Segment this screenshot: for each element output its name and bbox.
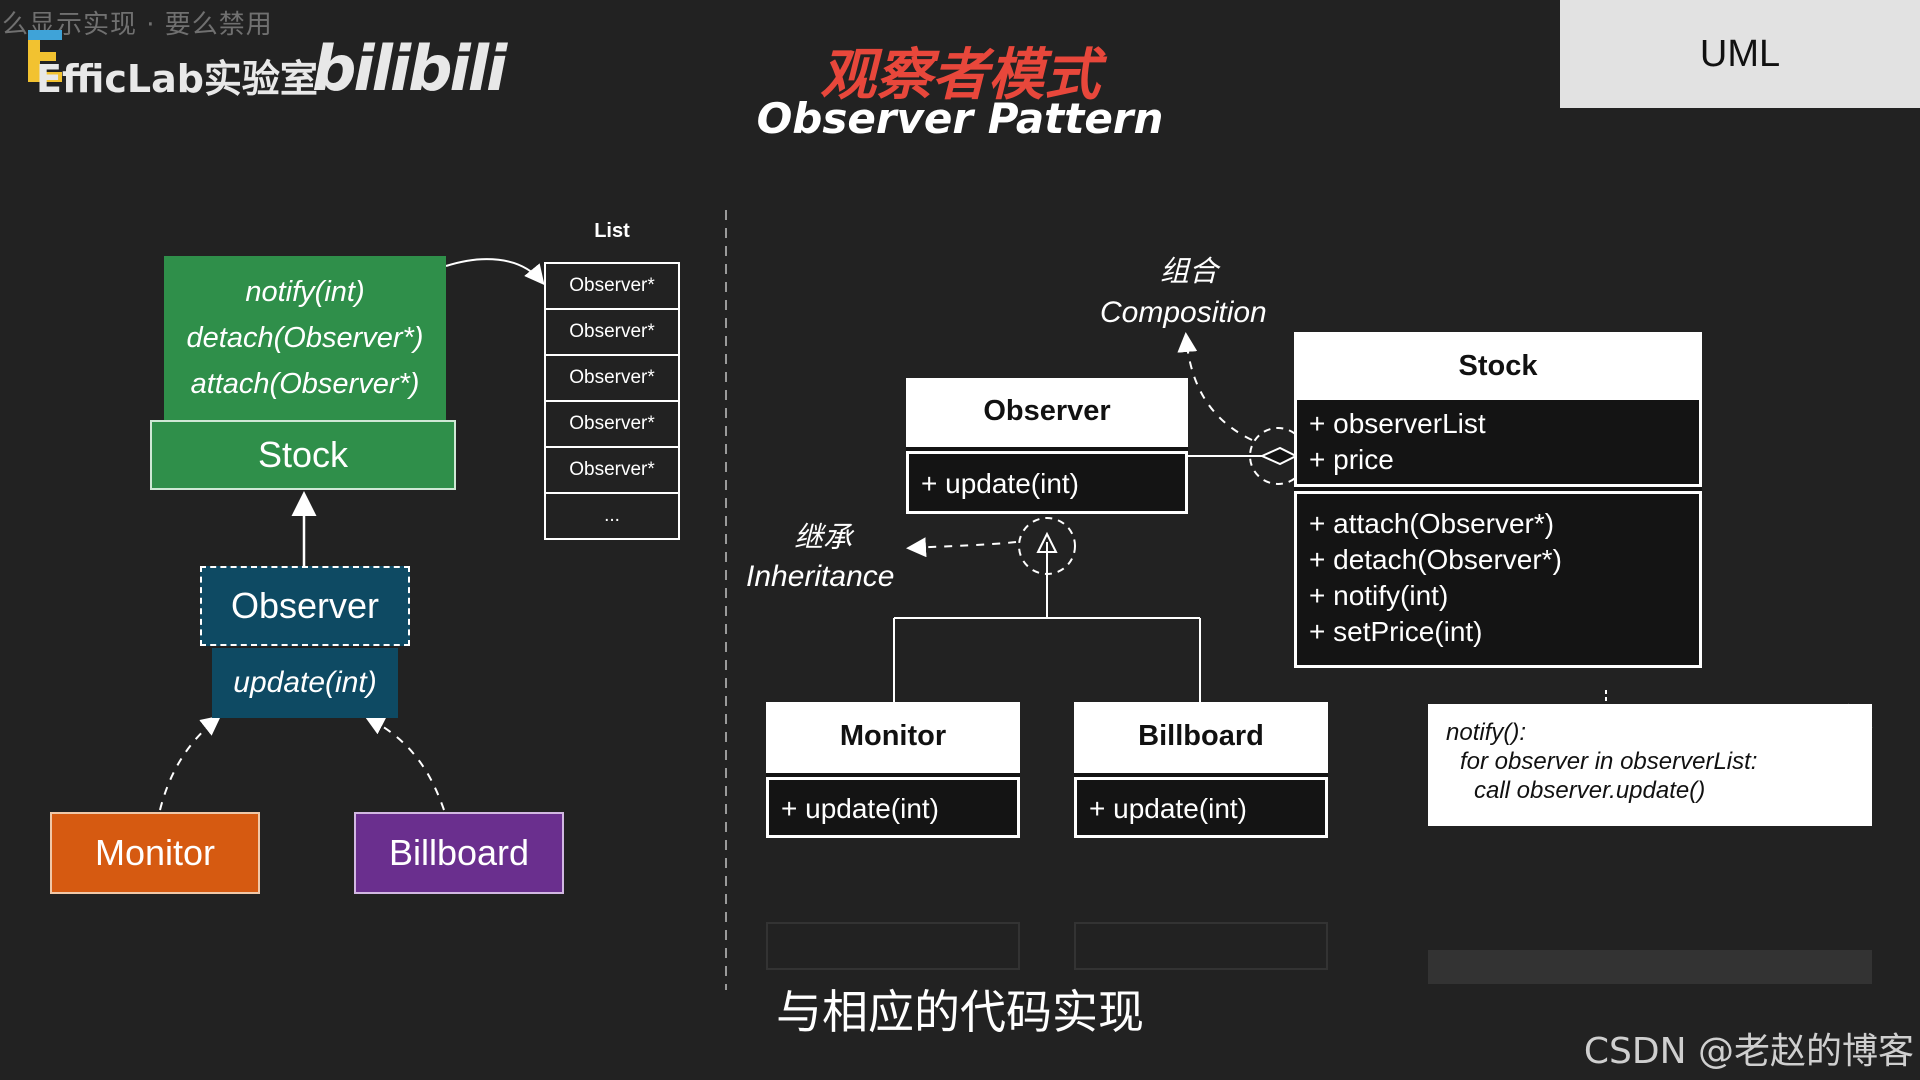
class-name: Billboard xyxy=(1138,719,1264,752)
class-attribute: + observerList xyxy=(1309,408,1486,439)
inheritance-triangle xyxy=(1036,531,1058,553)
uml-class-monitor: Monitor + update(int) xyxy=(766,702,1020,838)
class-methods: + attach(Observer*) + detach(Observer*) … xyxy=(1294,494,1702,668)
class-name: Stock xyxy=(1458,349,1538,382)
reflection-shape xyxy=(1074,922,1328,970)
class-attribute: + price xyxy=(1309,444,1394,475)
list-label: List xyxy=(594,220,630,242)
stock-box: Stock xyxy=(150,420,456,490)
uml-class-observer: Observer + update(int) xyxy=(906,378,1188,514)
class-name: Observer xyxy=(983,394,1111,427)
class-method: + notify(int) xyxy=(1309,580,1449,611)
efficlab-logo-icon xyxy=(28,30,62,82)
list-item: Observer* xyxy=(546,264,678,310)
class-name: Monitor xyxy=(839,719,947,752)
composition-label-cn: 组合 xyxy=(1160,254,1219,288)
inheritance-label-cn: 继承 xyxy=(794,520,853,554)
reflection-shape xyxy=(766,922,1020,970)
uml-class-billboard: Billboard + update(int) xyxy=(1074,702,1328,838)
stock-methods-box: notify(int) detach(Observer*) attach(Obs… xyxy=(164,256,446,420)
bilibili-logo: bilibili xyxy=(312,32,507,105)
monitor-box: Monitor xyxy=(50,812,260,894)
page-title-en: Observer Pattern xyxy=(756,94,1164,143)
list-item: Observer* xyxy=(546,402,678,448)
note-line: notify(): xyxy=(1446,719,1527,746)
billboard-box: Billboard xyxy=(354,812,564,894)
inheritance-label-en: Inheritance xyxy=(746,560,895,593)
list-item: Observer* xyxy=(546,356,678,402)
observer-list: Observer* Observer* Observer* Observer* … xyxy=(544,262,680,540)
logo-text: EfficLab实验室 xyxy=(36,57,318,101)
stock-method: notify(int) xyxy=(245,276,365,308)
note-line: for observer in observerList: xyxy=(1460,748,1758,775)
uml-class-stock: Stock + observerList + price + attach(Ob… xyxy=(1294,332,1702,668)
note-line: call observer.update() xyxy=(1474,777,1706,804)
observer-method: update(int) xyxy=(212,648,398,718)
list-item: Observer* xyxy=(546,310,678,356)
class-attributes: + observerList + price xyxy=(1294,400,1702,484)
reflection-shape xyxy=(1428,950,1872,984)
billboard-to-observer-arrow xyxy=(364,716,445,811)
class-method: + detach(Observer*) xyxy=(1309,544,1562,575)
stock-to-list-arrow xyxy=(445,258,545,286)
video-subtitle: 与相应的代码实现 xyxy=(776,985,1144,1039)
notify-note: notify(): for observer in observerList: … xyxy=(1428,704,1872,826)
stock-method: detach(Observer*) xyxy=(186,322,424,354)
stock-method: attach(Observer*) xyxy=(190,368,420,400)
csdn-watermark: CSDN @老赵的博客 xyxy=(1583,1031,1914,1072)
class-method: + update(int) xyxy=(766,780,1020,838)
observer-box: Observer xyxy=(200,566,410,646)
composition-diamond xyxy=(1259,446,1299,466)
uml-tab[interactable]: UML xyxy=(1560,0,1920,108)
class-method: + setPrice(int) xyxy=(1309,616,1483,647)
composition-label-en: Composition xyxy=(1100,296,1267,329)
class-method: + update(int) xyxy=(1074,780,1328,838)
class-method: + attach(Observer*) xyxy=(1309,508,1555,539)
list-item: ... xyxy=(604,505,620,526)
list-item: Observer* xyxy=(546,448,678,494)
class-method: + update(int) xyxy=(906,454,1188,514)
monitor-to-observer-arrow xyxy=(159,715,222,811)
page-title-cn: 观察者模式 xyxy=(820,43,1100,108)
